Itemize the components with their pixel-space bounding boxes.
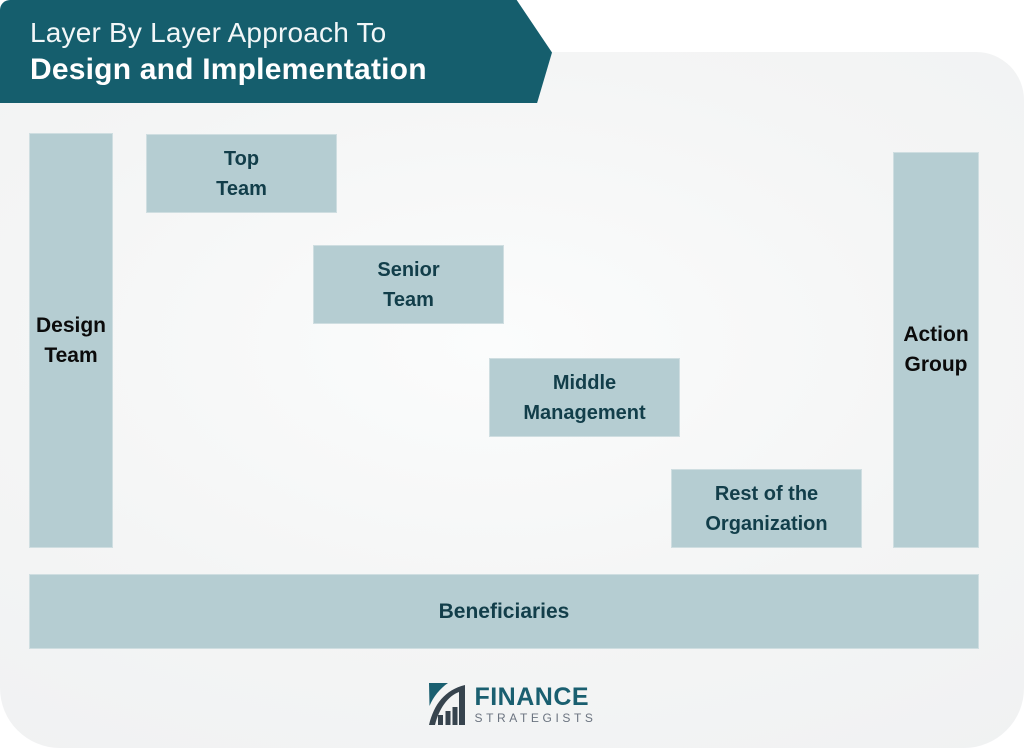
step-label-line1: Rest of the: [714, 482, 819, 505]
step-label-line2: Team: [216, 177, 267, 200]
footer-logo: FINANCE STRATEGISTS: [0, 678, 1024, 730]
step-label-line2: Management: [523, 401, 646, 424]
logo-sub-text: STRATEGISTS: [474, 710, 597, 725]
action-group-label-line2: Group: [904, 353, 968, 376]
step-label-line1: Top: [223, 147, 260, 170]
title-line-2: Design and Implementation: [30, 53, 427, 86]
title-line-1: Layer By Layer Approach To: [30, 17, 387, 48]
beneficiaries-label: Beneficiaries: [438, 599, 570, 623]
logo-text: FINANCE STRATEGISTS: [474, 684, 596, 725]
title-banner: Layer By Layer Approach To Design and Im…: [0, 0, 552, 103]
logo-name-text: FINANCE: [474, 682, 590, 711]
finance-strategists-logo-icon: [427, 681, 467, 727]
step-label-line2: Team: [383, 288, 434, 311]
design-team-label-line2: Team: [44, 343, 98, 367]
action-group-label-line1: Action: [903, 323, 969, 346]
step-label-line2: Organization: [705, 512, 828, 535]
design-team-bar: Design Team: [29, 133, 113, 548]
step-box-top-team: Top Team: [146, 134, 337, 213]
step-label-line1: Senior: [377, 258, 440, 281]
beneficiaries-bar: Beneficiaries: [29, 574, 979, 649]
step-box-middle-management: Middle Management: [489, 358, 680, 437]
step-label-line1: Middle: [552, 371, 617, 394]
step-box-rest-of-the-organization: Rest of the Organization: [671, 469, 862, 548]
action-group-bar: Action Group: [893, 152, 979, 548]
step-box-senior-team: Senior Team: [313, 245, 504, 324]
design-team-label-line1: Design: [35, 313, 106, 337]
